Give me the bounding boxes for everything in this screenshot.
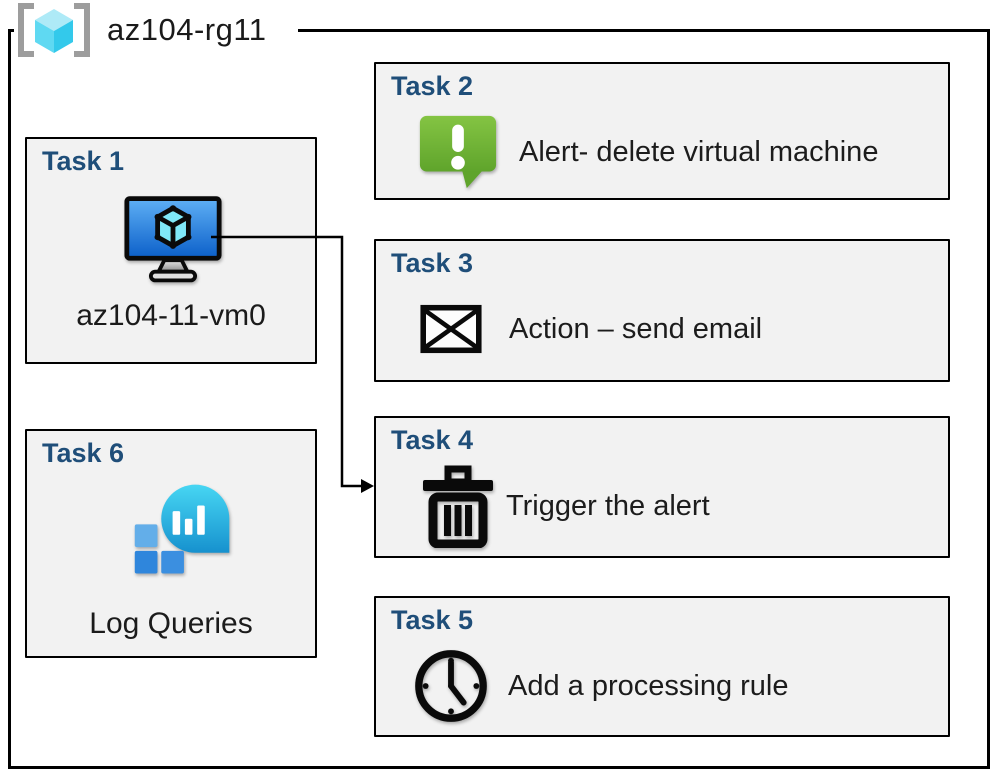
email-envelope-icon [420,304,482,354]
task-4-row: Trigger the alert [376,460,948,552]
task-1-box: Task 1 az104-11-vm0 [25,137,317,364]
alert-message-icon [419,115,497,189]
task-6-label: Log Queries [89,607,253,640]
task-2-box: Task 2 Alert- delete virtual machine [374,62,950,200]
task-5-title: Task 5 [391,605,474,635]
resource-group-name: az104-rg11 [107,12,267,47]
task-2-row: Alert- delete virtual machine [376,106,948,198]
task-3-label: Action – send email [509,312,763,345]
task-5-box: Task 5 Add a processing rule [374,596,950,737]
task-3-title: Task 3 [391,248,474,278]
task-6-box: Task 6 Log Queries [25,429,317,658]
task-4-box: Task 4 Trigger the alert [374,416,950,558]
task-4-title: Task 4 [391,425,474,455]
task-5-row: Add a processing rule [376,640,948,732]
resource-group-border [8,29,990,769]
resource-group-icon [18,3,90,57]
task-6-title: Task 6 [42,438,125,468]
clock-icon [415,650,487,722]
task-3-box: Task 3 Action – send email [374,239,950,382]
task-2-label: Alert- delete virtual machine [519,135,879,168]
task-1-title: Task 1 [42,146,125,176]
virtual-machine-icon [124,196,222,283]
delete-trash-icon [423,465,493,548]
resource-group-header: az104-rg11 [14,0,298,60]
task-4-label: Trigger the alert [506,489,710,522]
task-5-label: Add a processing rule [508,669,789,702]
task-2-title: Task 2 [391,71,474,101]
log-analytics-icon [134,484,230,574]
task-3-row: Action – send email [376,283,948,375]
task-1-label: az104-11-vm0 [76,299,266,332]
